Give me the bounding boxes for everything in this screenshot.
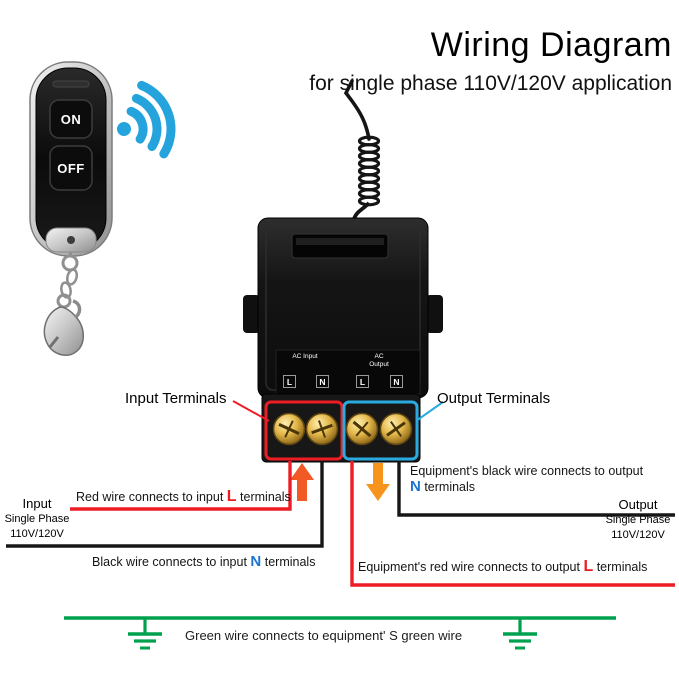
mounting-tab-right: [426, 295, 443, 333]
input-neutral-black-wire: [6, 461, 324, 548]
note-text: Equipment's red wire connects to output: [358, 560, 584, 574]
note-text: terminals: [261, 555, 316, 569]
output-screw-n: [379, 412, 413, 446]
neutral-letter: N: [410, 478, 421, 495]
remote-on-button: [49, 99, 93, 139]
antenna-coil: [357, 135, 381, 207]
input-live-red-wire: [70, 461, 292, 511]
clasp-hook: [72, 299, 82, 319]
input-source-block: Input Single Phase 110V/120V: [2, 495, 72, 542]
page-title: Wiring Diagram: [430, 26, 672, 64]
page-subtitle: for single phase 110V/120V application: [309, 72, 672, 95]
remote-on-button-label: ON: [60, 111, 82, 127]
ac-input-group-label: AC Input: [292, 353, 318, 360]
output-terminals-leader-line: [415, 401, 444, 422]
terminal-label-strip: [275, 349, 421, 395]
ac-output-group-label: AC Output: [369, 353, 389, 368]
chain-link: [65, 268, 79, 286]
output-l-terminal-label: L: [356, 375, 369, 388]
note-text: terminals: [593, 560, 648, 574]
output-screw-l: [345, 412, 379, 446]
green-wire-note: Green wire connects to equipment' S gree…: [185, 628, 463, 643]
input-screw-n: [305, 412, 339, 446]
input-n-terminal-label: N: [316, 375, 329, 388]
wifi-arc-1: [126, 106, 148, 144]
wifi-arc-2: [131, 93, 162, 152]
output-black-wire: [397, 461, 675, 517]
display-window: [291, 233, 389, 259]
antenna-icon: [343, 79, 381, 220]
black-input-wire-note: Black wire connects to input N terminals: [92, 553, 315, 570]
clasp-trigger: [48, 336, 60, 348]
wifi-dot: [117, 122, 131, 136]
note-text: terminals: [236, 490, 291, 504]
relay-module: [243, 217, 443, 463]
note-text: Equipment's black wire connects to outpu…: [410, 464, 644, 478]
output-red-wire: [350, 461, 675, 587]
output-terminals-label: Output Terminals: [437, 390, 551, 407]
note-text: Red wire connects to input: [76, 490, 227, 504]
neutral-letter: N: [250, 553, 262, 570]
wifi-signal-icon: [117, 80, 176, 159]
wifi-arc-3: [137, 80, 176, 159]
input-l-terminal-label: L: [283, 375, 296, 388]
output-n-terminal-label: N: [390, 375, 403, 388]
output-load-block: Output Single Phase 110V/120V: [600, 496, 676, 543]
input-terminals-leader-line: [232, 400, 270, 422]
input-up-arrow-icon: [290, 463, 314, 501]
red-output-wire-note: Equipment's red wire connects to output …: [358, 558, 647, 576]
source-line-2: Single Phase: [4, 513, 70, 525]
antenna-tip: [343, 79, 371, 141]
keychain: [43, 251, 84, 357]
note-text-line2: N terminals: [410, 478, 643, 495]
display-glare: [296, 238, 384, 245]
note-text: Black wire connects to input: [92, 555, 251, 569]
ground-symbol-left: [128, 618, 162, 650]
load-line-1: Output: [618, 497, 658, 512]
remote-off-button: [49, 145, 93, 191]
black-output-wire-note: Equipment's black wire connects to outpu…: [410, 464, 643, 495]
input-screw-l: [272, 412, 306, 446]
terminal-screws: [272, 412, 413, 446]
input-terminals-label: Input Terminals: [125, 390, 227, 407]
source-line-3: 110V/120V: [10, 528, 64, 540]
red-input-wire-note: Red wire connects to input L terminals: [76, 488, 291, 506]
key-ring: [61, 254, 79, 272]
live-letter: L: [583, 558, 594, 575]
note-text: terminals: [420, 480, 476, 494]
input-terminals-highlight-box: [264, 400, 344, 461]
output-terminals-highlight-box: [342, 400, 419, 461]
remote-control: [29, 61, 113, 357]
remote-off-button-label: OFF: [57, 160, 85, 176]
remote-top-detail: [52, 80, 90, 88]
live-letter: L: [226, 488, 237, 505]
ground-symbol-right: [503, 618, 537, 650]
mounting-tab-left: [243, 295, 260, 333]
remote-lanyard-hole: [67, 236, 75, 244]
load-line-2: Single Phase: [605, 514, 671, 526]
load-line-3: 110V/120V: [611, 529, 665, 541]
source-line-1: Input: [22, 496, 52, 511]
output-down-arrow-icon: [366, 463, 390, 501]
